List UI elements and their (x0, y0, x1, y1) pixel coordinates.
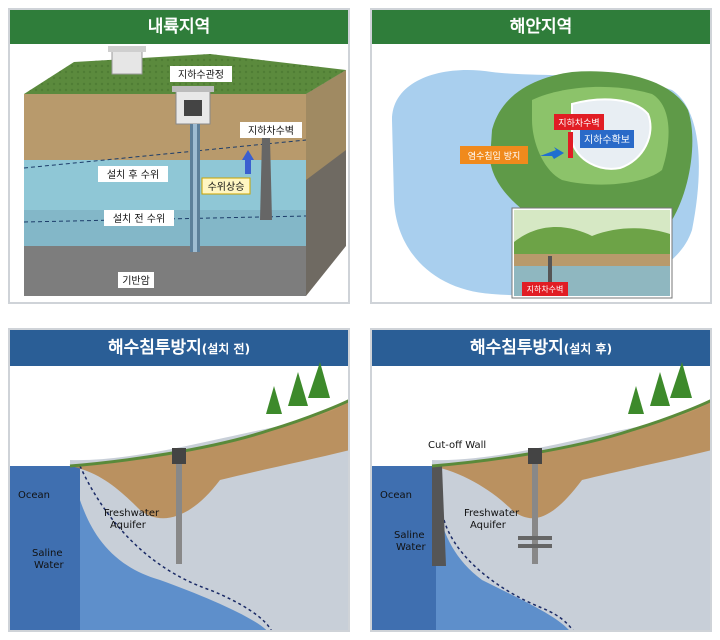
label-after-fresh1: Freshwater (464, 508, 520, 519)
label-before-ocean: Ocean (18, 490, 50, 501)
label-well-house: 지하수관정 (178, 68, 224, 81)
panel-before: 해수침투방지(설치 전) Ocean Freshwater Aquifer Sa… (8, 328, 350, 632)
label-secure-gw: 지하수확보 (584, 133, 630, 146)
panel-coastal-title: 해안지역 (372, 10, 710, 44)
label-after-saline2: Water (396, 542, 426, 553)
panel-after-title: 해수침투방지(설치 후) (372, 330, 710, 366)
label-after-fresh2: Aquifer (470, 520, 507, 531)
label-level-before: 설치 전 수위 (113, 212, 165, 225)
label-after-cutoff: Cut-off Wall (428, 440, 486, 451)
panel-inland: 내륙지역 지하수관정 (8, 8, 350, 304)
label-before-fresh2: Aquifer (110, 520, 147, 531)
label-cutoff-wall: 지하차수벽 (248, 124, 294, 137)
panel-before-main: 해수침투방지 (107, 338, 202, 358)
label-level-after: 설치 후 수위 (107, 168, 159, 181)
panel-coastal: 해안지역 지하차수벽 지하수확보 염수침입 방지 지하차수벽 (370, 8, 712, 304)
panel-after-sub: (설치 후) (563, 342, 613, 356)
panel-after-main: 해수침투방지 (469, 338, 564, 358)
after-diagram: Cut-off Wall Ocean Freshwater Aquifer Sa… (372, 362, 710, 630)
before-diagram: Ocean Freshwater Aquifer Saline Water (10, 362, 348, 630)
label-after-saline1: Saline (394, 530, 425, 541)
label-bedrock: 기반암 (122, 275, 150, 287)
label-coastal-cutoff: 지하차수벽 (558, 117, 599, 129)
label-level-rise: 수위상승 (208, 180, 245, 193)
panel-before-sub: (설치 전) (201, 342, 251, 356)
coastal-diagram: 지하차수벽 지하수확보 염수침입 방지 지하차수벽 (392, 70, 699, 299)
inland-diagram: 지하수관정 지하차수벽 설치 후 수위 수위상승 설치 전 수위 기반암 (23, 46, 346, 296)
panel-inland-title: 내륙지역 (10, 10, 348, 44)
panel-before-title: 해수침투방지(설치 전) (10, 330, 348, 366)
panel-after: 해수침투방지(설치 후) Cut-off Wall Ocean Freshwat… (370, 328, 712, 632)
label-before-fresh1: Freshwater (104, 508, 160, 519)
label-salt-prevent: 염수침입 방지 (468, 150, 521, 162)
label-before-saline1: Saline (32, 548, 63, 559)
label-inset-cutoff: 지하차수벽 (527, 284, 564, 294)
label-after-ocean: Ocean (380, 490, 412, 501)
label-before-saline2: Water (34, 560, 64, 571)
